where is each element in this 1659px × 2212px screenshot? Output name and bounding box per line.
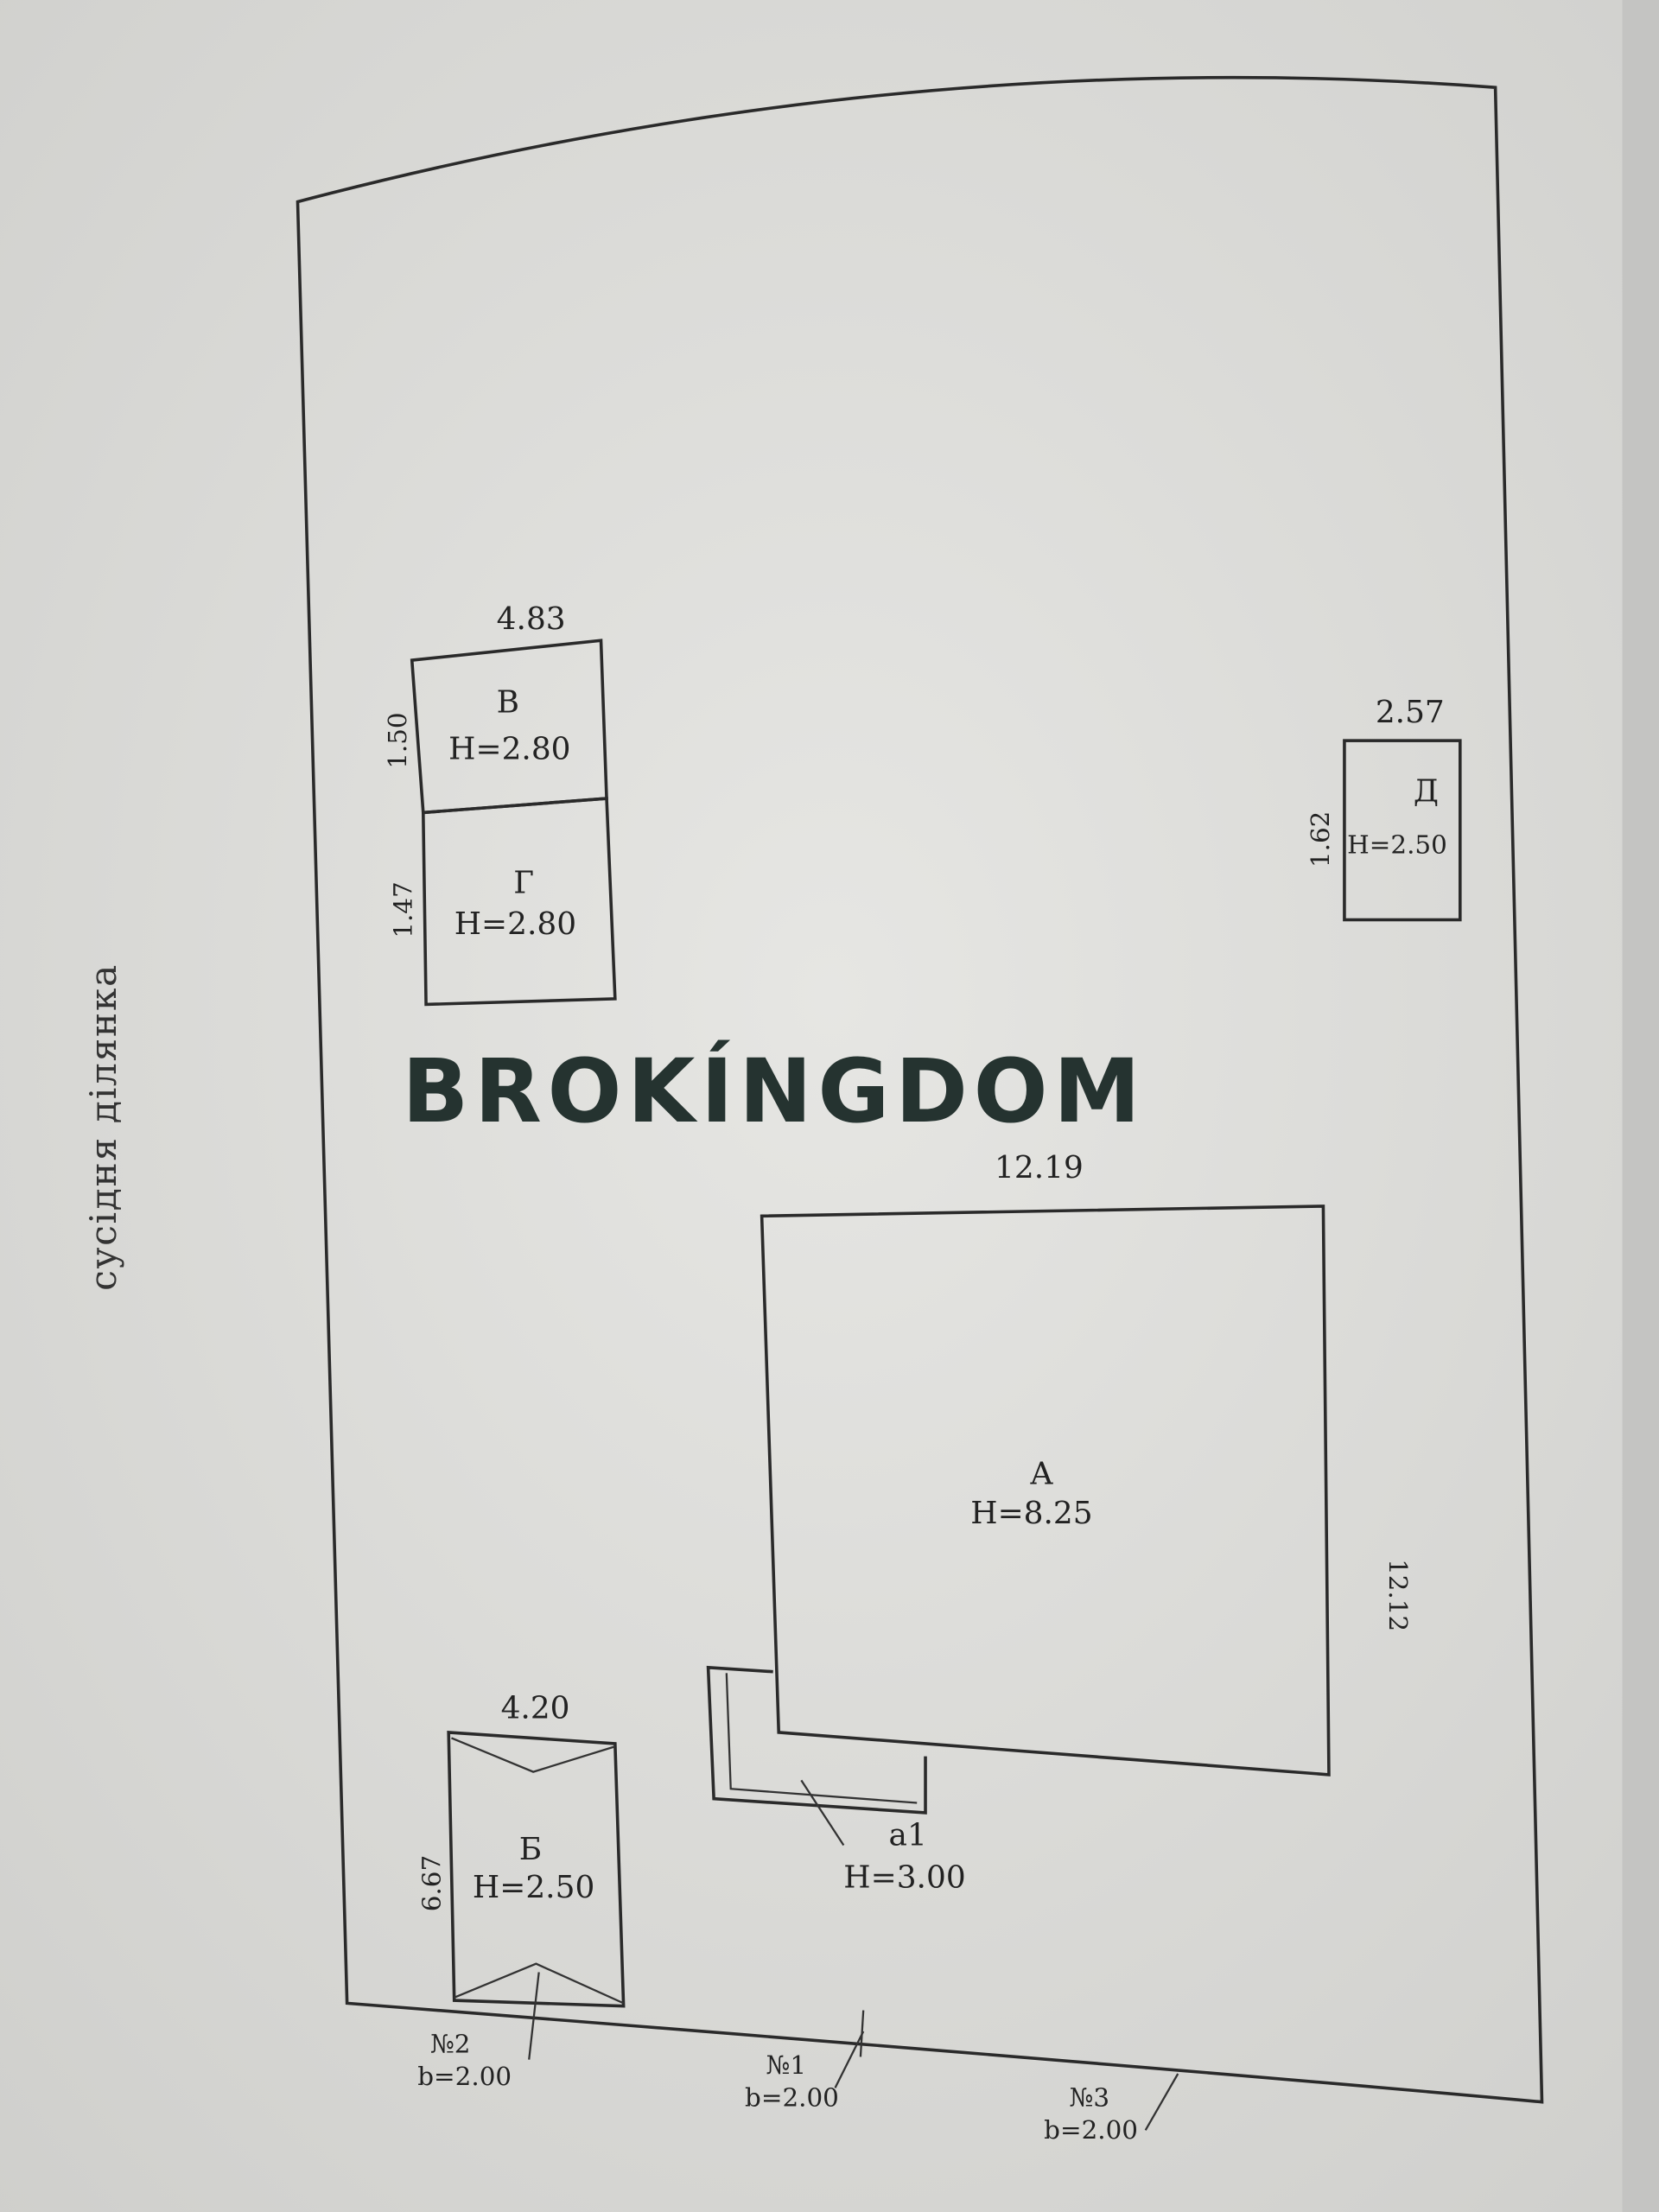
building-height: H=2.50 xyxy=(473,1870,594,1905)
dimension-label: 12.12 xyxy=(1383,1559,1413,1631)
page-edge xyxy=(1622,0,1659,2212)
dimension-label: 2.57 xyxy=(1376,695,1445,730)
building-height: H=3.00 xyxy=(843,1859,965,1895)
building-letter: Б xyxy=(519,1832,542,1867)
plot-boundary xyxy=(296,75,1544,2104)
building-d: 2.57 Д H=2.50 1.62 xyxy=(1306,695,1462,922)
gate-width: b=2.00 xyxy=(417,2062,512,2091)
dimension-label: 1.50 xyxy=(383,712,412,768)
building-height: H=8.25 xyxy=(970,1496,1092,1531)
building-letter: Д xyxy=(1414,773,1439,809)
dimension-label: 6.67 xyxy=(416,1855,446,1911)
dimension-label: 12.19 xyxy=(995,1150,1084,1185)
building-letter: Г xyxy=(513,865,534,900)
gate-number: №3 xyxy=(1070,2083,1110,2113)
building-height: H=2.80 xyxy=(448,731,570,766)
building-g: Г H=2.80 1.47 xyxy=(389,797,617,1007)
building-letter: а1 xyxy=(889,1818,927,1853)
dimension-label: 4.20 xyxy=(501,1691,570,1726)
gate-number: №2 xyxy=(430,2030,471,2059)
brokingdom-watermark: BROKÍNGDOM xyxy=(402,1039,1146,1142)
building-b: 4.20 Б H=2.50 6.67 xyxy=(416,1691,626,2008)
gate-width: b=2.00 xyxy=(1044,2115,1138,2145)
building-height: H=2.50 xyxy=(1347,830,1447,860)
gate-3: №3 b=2.00 xyxy=(1044,2073,1179,2145)
dimension-label: 1.62 xyxy=(1306,811,1335,868)
annex-a1: а1 H=3.00 xyxy=(706,1665,966,1895)
building-a: 12.19 А H=8.25 12.12 xyxy=(760,1150,1413,1777)
building-letter: А xyxy=(1030,1457,1053,1492)
dimension-label: 1.47 xyxy=(389,881,418,938)
dimension-label: 4.83 xyxy=(497,601,566,637)
gate-1: №1 b=2.00 xyxy=(745,2010,865,2113)
neighbor-plot-label: сусідня ділянка xyxy=(83,963,125,1291)
building-height: H=2.80 xyxy=(454,906,576,942)
gate-number: №1 xyxy=(766,2050,807,2080)
building-letter: В xyxy=(497,684,519,720)
gate-2: №2 b=2.00 xyxy=(417,1972,540,2091)
gate-width: b=2.00 xyxy=(745,2083,839,2113)
